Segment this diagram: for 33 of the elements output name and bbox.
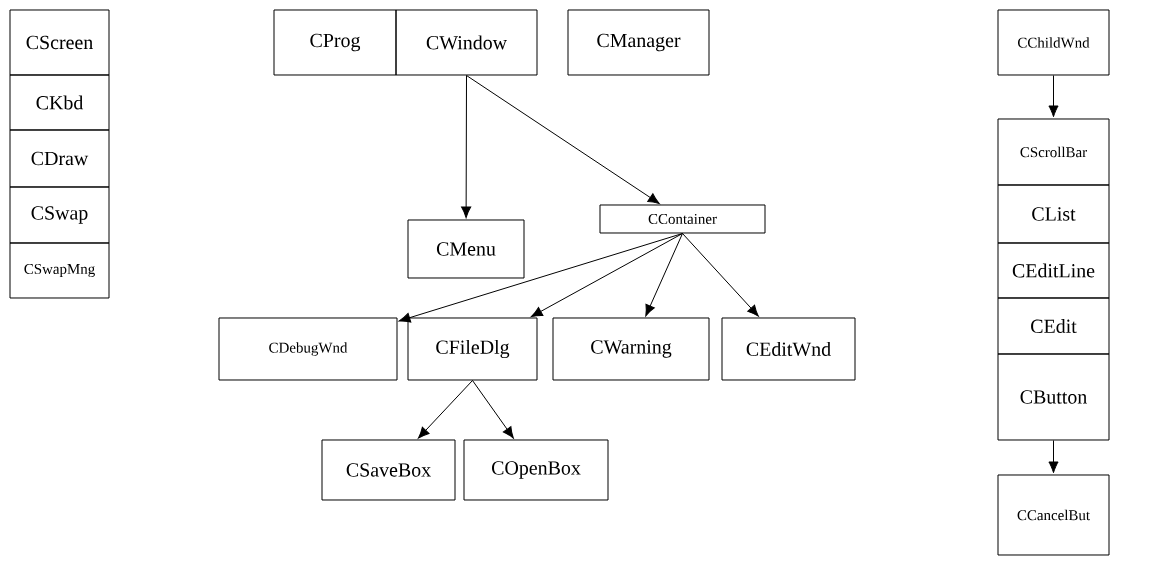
class-box: CScreen [9, 9, 110, 76]
arrow [645, 233, 683, 317]
arrow [466, 75, 660, 204]
class-box: CList [997, 184, 1110, 244]
class-box: CManager [567, 9, 710, 76]
arrow [1048, 440, 1059, 474]
class-box: CScrollBar [997, 118, 1110, 186]
class-box: CFileDlg [407, 317, 538, 381]
arrow [530, 233, 683, 318]
class-box: CProg [273, 9, 397, 76]
class-box: CWindow [395, 9, 538, 76]
class-box: CDebugWnd [218, 317, 398, 381]
arrow [472, 380, 514, 439]
class-box: CCancelBut [997, 474, 1110, 556]
class-box: CEditLine [997, 242, 1110, 299]
arrow [1048, 75, 1059, 118]
class-box: CWarning [552, 317, 710, 381]
class-box: CChildWnd [997, 9, 1110, 76]
class-box: CEditWnd [721, 317, 856, 381]
class-box: COpenBox [463, 439, 609, 501]
class-box: CMenu [407, 219, 525, 279]
class-box: CSwap [9, 186, 110, 244]
arrow [398, 233, 683, 323]
class-box: CSaveBox [321, 439, 456, 501]
class-box: CContainer [599, 204, 766, 234]
class-box: CKbd [9, 74, 110, 131]
arrow [461, 75, 472, 219]
class-box: CSwapMng [9, 242, 110, 299]
arrow [682, 233, 759, 317]
class-box: CEdit [997, 297, 1110, 355]
class-box: CDraw [9, 129, 110, 188]
class-box: CButton [997, 353, 1110, 441]
arrow [417, 380, 473, 439]
